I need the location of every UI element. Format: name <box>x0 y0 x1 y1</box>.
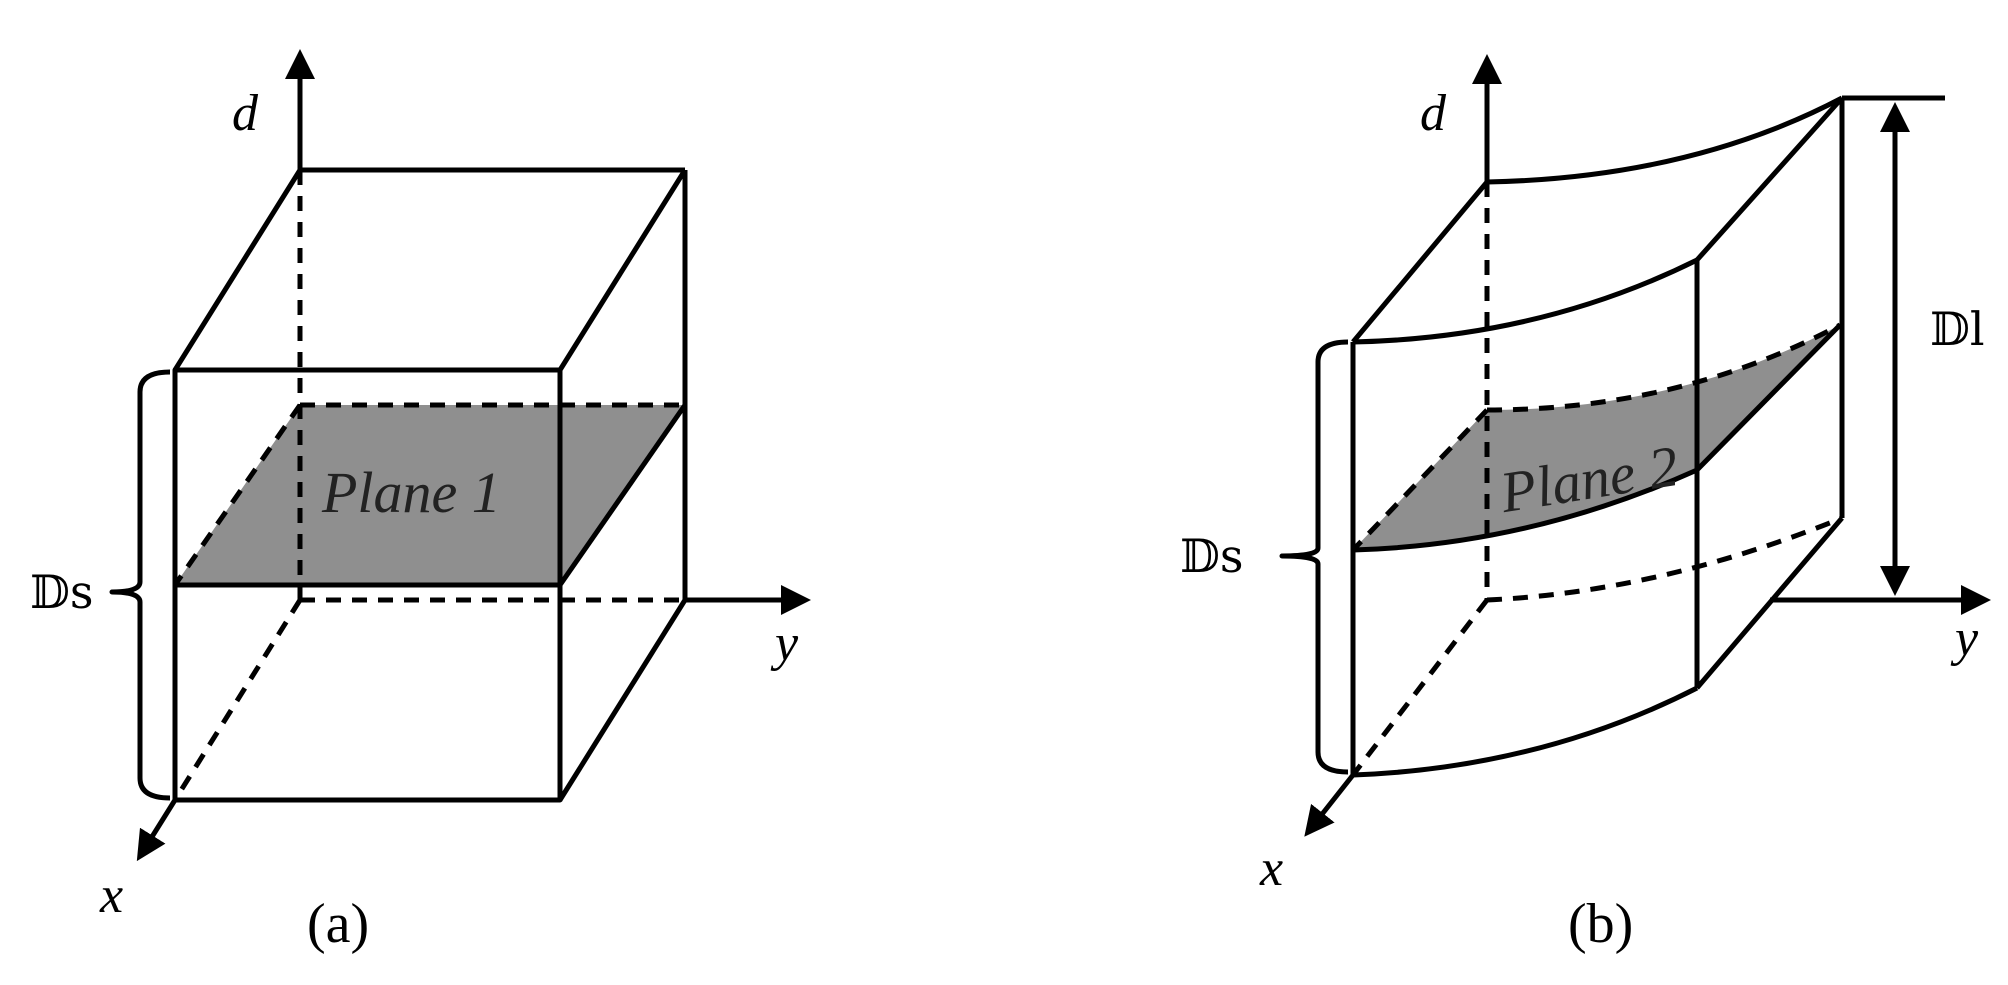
hidden-edge-bottom-back <box>1486 515 1843 603</box>
plane-1-right-edge <box>557 403 688 587</box>
plane-2-left-edge <box>1351 408 1489 552</box>
caption-b: (b) <box>1568 893 1633 955</box>
x-axis-arrow <box>136 798 178 862</box>
top-right-edge <box>557 168 688 372</box>
plane-2-back-edge <box>1486 322 1842 413</box>
top-left-edge <box>1351 180 1489 344</box>
plane-1-left-edge <box>172 403 303 587</box>
hidden-edge-bottom-diagonal <box>1351 598 1489 777</box>
caption-a: (a) <box>307 893 369 955</box>
ds-label: 𝔻s <box>30 565 94 619</box>
bottom-right-diagonal-edge <box>1695 516 1844 690</box>
d-axis-label: d <box>232 85 259 142</box>
x-axis-label: x <box>99 867 123 924</box>
ds-brace <box>1279 339 1349 775</box>
ds-brace <box>109 369 171 801</box>
top-right-edge <box>1695 96 1844 262</box>
front-bottom-edge <box>1352 685 1699 778</box>
plane-2-right-edge <box>1695 323 1842 472</box>
panel-a: d y x Plane 1 𝔻s (a) <box>30 49 811 955</box>
plane-2-front-edge <box>1352 467 1699 553</box>
dl-label: 𝔻l <box>1930 302 1985 356</box>
hidden-edge-bottom-diagonal <box>172 598 303 802</box>
plane-1-label: Plane 1 <box>321 460 501 525</box>
y-axis-label: y <box>770 615 799 672</box>
d-axis-label: d <box>1420 85 1447 142</box>
x-axis-arrow <box>1304 773 1355 837</box>
y-axis-label: y <box>1950 610 1979 667</box>
ds-label: 𝔻s <box>1180 529 1244 583</box>
top-left-edge <box>172 168 303 372</box>
bottom-right-diagonal-edge <box>557 598 688 802</box>
top-back-edge <box>1486 95 1844 185</box>
front-top-edge <box>1352 257 1699 345</box>
x-axis-label: x <box>1259 840 1283 897</box>
panel-b: d y x Plane 2 𝔻s 𝔻l (b) <box>1180 54 1991 955</box>
plane-2-surface <box>1353 325 1840 550</box>
